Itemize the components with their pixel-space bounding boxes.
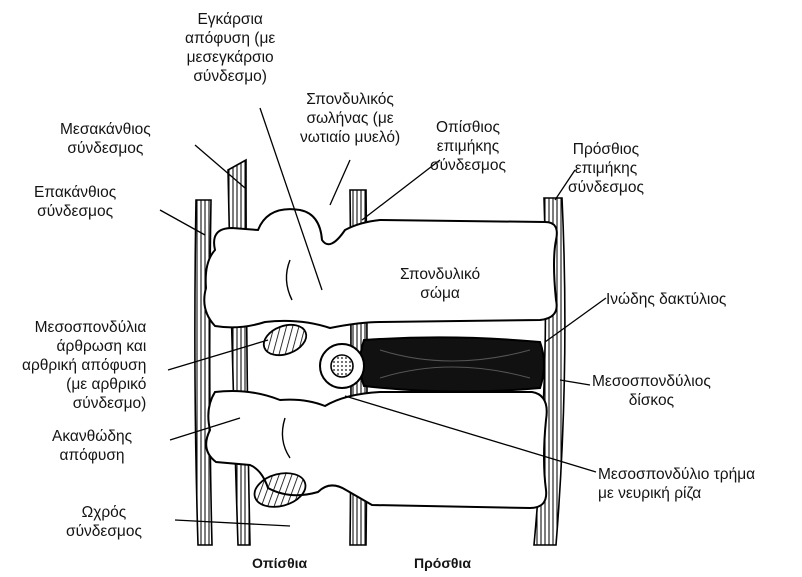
upper-vertebra bbox=[204, 209, 557, 328]
supraspinous-ligament-band bbox=[195, 200, 212, 545]
label-annulus-fibrosus: Ινώδης δακτύλιος bbox=[606, 290, 726, 309]
label-vertebral-body: Σπονδυλικό σώμα bbox=[400, 265, 480, 303]
label-facet-joint: Μεσοσπονδύλια άρθρωση και αρθρική απόφυσ… bbox=[22, 318, 146, 413]
label-spinous-process: Ακανθώδης απόφυση bbox=[52, 427, 132, 465]
interspinous-ligament-band bbox=[228, 160, 250, 545]
label-intervertebral-foramen: Μεσοσπονδύλιο τρήμα με νευρική ρίζα bbox=[598, 465, 755, 503]
label-supraspinous-ligament: Επακάνθιος σύνδεσμος bbox=[34, 183, 116, 221]
intervertebral-disc-shape bbox=[360, 337, 544, 391]
label-ligamentum-flavum: Ωχρός σύνδεσμος bbox=[66, 503, 142, 541]
axis-posterior: Οπίσθια bbox=[252, 554, 307, 573]
label-posterior-longitudinal-ligament: Οπίσθιος επιμήκης σύνδεσμος bbox=[430, 118, 506, 175]
label-interspinous-ligament: Μεσακάνθιος σύνδεσμος bbox=[60, 120, 151, 158]
label-transverse-process: Εγκάρσια απόφυση (με μεσεγκάρσιο σύνδεσμ… bbox=[185, 10, 275, 86]
label-anterior-longitudinal-ligament: Πρόσθιος επιμήκης σύνδεσμος bbox=[568, 140, 644, 197]
axis-anterior: Πρόσθια bbox=[414, 554, 471, 573]
label-vertebral-canal: Σπονδυλικός σωλήνας (με νωτιαίο μυελό) bbox=[300, 90, 400, 147]
intervertebral-foramen bbox=[320, 344, 364, 388]
label-intervertebral-disc: Μεσοσπονδύλιος δίσκος bbox=[592, 372, 711, 410]
